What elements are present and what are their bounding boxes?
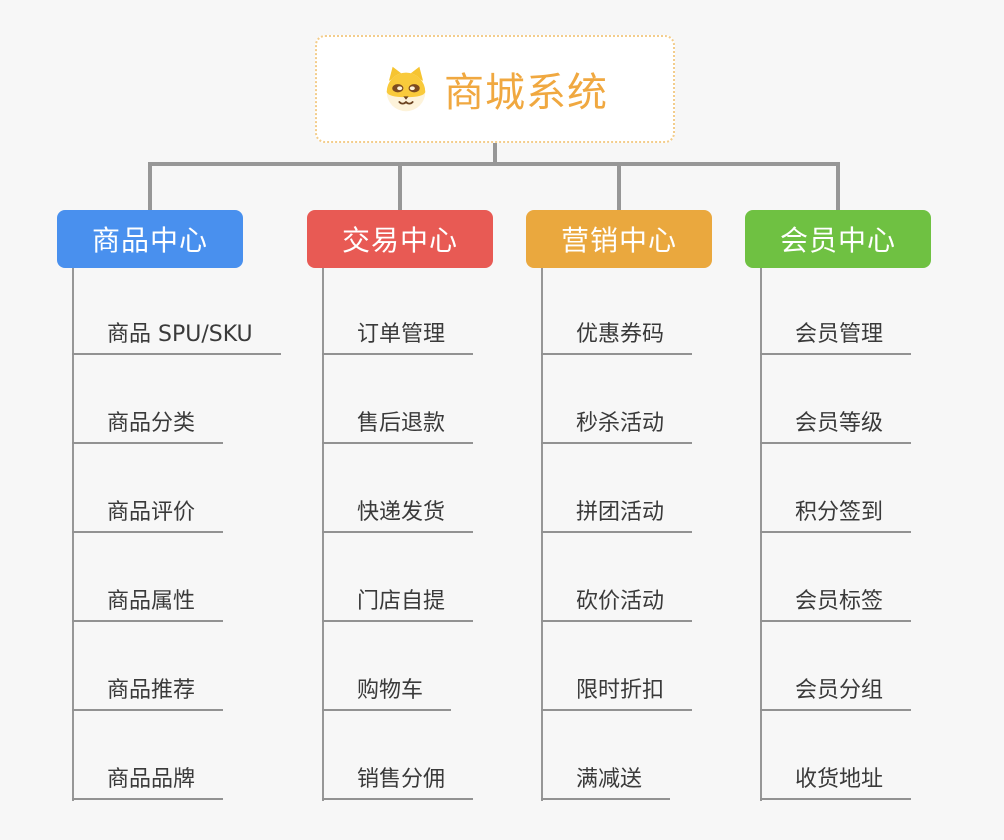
branch-product-center: 商品中心 商品 SPU/SKU 商品分类商品评价商品属性商品推荐商品品牌 bbox=[57, 162, 307, 810]
connector-root-stub bbox=[493, 141, 497, 164]
branch-item[interactable]: 优惠券码 bbox=[541, 315, 693, 355]
branch-item[interactable]: 购物车 bbox=[322, 671, 452, 711]
connector-branch-vline bbox=[72, 268, 74, 801]
branch-item[interactable]: 售后退款 bbox=[322, 404, 474, 444]
connector-branch-drop bbox=[836, 162, 840, 210]
branch-item[interactable]: 满减送 bbox=[541, 760, 671, 800]
branch-marketing-center: 营销中心 优惠券码秒杀活动拼团活动砍价活动限时折扣满减送 bbox=[526, 162, 776, 810]
branch-item[interactable]: 拼团活动 bbox=[541, 493, 693, 533]
connector-bus bbox=[148, 162, 840, 166]
branch-item[interactable]: 订单管理 bbox=[322, 315, 474, 355]
branch-item[interactable]: 会员等级 bbox=[760, 404, 912, 444]
branch-header-trade-center[interactable]: 交易中心 bbox=[307, 210, 493, 268]
branch-item[interactable]: 会员标签 bbox=[760, 582, 912, 622]
branch-item[interactable]: 积分签到 bbox=[760, 493, 912, 533]
branch-header-label: 商品中心 bbox=[91, 224, 208, 257]
branch-header-label: 交易中心 bbox=[341, 224, 458, 257]
branch-item[interactable]: 限时折扣 bbox=[541, 671, 693, 711]
branch-item[interactable]: 门店自提 bbox=[322, 582, 474, 622]
shiba-dog-icon bbox=[386, 66, 426, 112]
connector-branch-drop bbox=[398, 162, 402, 210]
branch-item[interactable]: 砍价活动 bbox=[541, 582, 693, 622]
branch-item[interactable]: 商品评价 bbox=[72, 493, 224, 533]
branch-header-product-center[interactable]: 商品中心 bbox=[57, 210, 243, 268]
connector-branch-drop bbox=[148, 162, 152, 210]
branch-header-member-center[interactable]: 会员中心 bbox=[745, 210, 931, 268]
connector-branch-drop bbox=[617, 162, 621, 210]
branch-item[interactable]: 收货地址 bbox=[760, 760, 912, 800]
branch-item[interactable]: 销售分佣 bbox=[322, 760, 474, 800]
branch-header-label: 营销中心 bbox=[560, 224, 677, 257]
branch-item[interactable]: 秒杀活动 bbox=[541, 404, 693, 444]
branch-item[interactable]: 商品属性 bbox=[72, 582, 224, 622]
root-node[interactable]: 商城系统 bbox=[315, 35, 675, 143]
branch-item[interactable]: 商品推荐 bbox=[72, 671, 224, 711]
branch-item[interactable]: 快递发货 bbox=[322, 493, 474, 533]
branch-item[interactable]: 会员分组 bbox=[760, 671, 912, 711]
branch-header-label: 会员中心 bbox=[779, 224, 896, 257]
branch-item[interactable]: 商品分类 bbox=[72, 404, 224, 444]
branch-trade-center: 交易中心 订单管理售后退款快递发货门店自提购物车销售分佣 bbox=[307, 162, 557, 810]
branch-item[interactable]: 商品品牌 bbox=[72, 760, 224, 800]
connector-branch-vline bbox=[322, 268, 324, 801]
connector-branch-vline bbox=[760, 268, 762, 801]
branch-item[interactable]: 商品 SPU/SKU bbox=[72, 315, 281, 355]
branch-item[interactable]: 会员管理 bbox=[760, 315, 912, 355]
branch-header-marketing-center[interactable]: 营销中心 bbox=[526, 210, 712, 268]
branch-member-center: 会员中心 会员管理会员等级积分签到会员标签会员分组收货地址 bbox=[745, 162, 995, 810]
connector-branch-vline bbox=[541, 268, 543, 801]
root-title: 商城系统 bbox=[444, 70, 608, 116]
